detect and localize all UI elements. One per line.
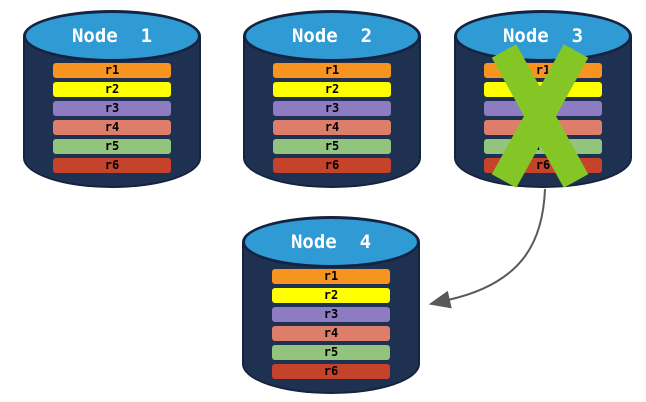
- replica-bar-r4: r4: [272, 326, 390, 341]
- node-2-label: Node 2: [291, 25, 373, 47]
- replica-bar-r2: r2: [273, 82, 391, 97]
- replica-bar-r1: r1: [272, 269, 390, 284]
- replica-bar-r2: r2: [272, 288, 390, 303]
- replica-bar-r3: r3: [272, 307, 390, 322]
- node-4: Node 4 r1 r2 r3 r4 r5 r6: [242, 216, 420, 394]
- replica-bar-r5: r5: [273, 139, 391, 154]
- failure-x-icon: [491, 44, 589, 188]
- node-3-cylinder-top: Node 3: [454, 10, 632, 62]
- replica-bar-r5: r5: [272, 345, 390, 360]
- replica-bar-r3: r3: [53, 101, 171, 116]
- node-3-label: Node 3: [502, 25, 584, 47]
- replica-bar-r3: r3: [273, 101, 391, 116]
- node-1-label: Node 1: [71, 25, 153, 47]
- replica-bar-r6: r6: [273, 158, 391, 173]
- replica-bar-r2: r2: [53, 82, 171, 97]
- replica-bar-r6: r6: [272, 364, 390, 379]
- node-2: Node 2 r1 r2 r3 r4 r5 r6: [243, 10, 421, 188]
- node-2-cylinder-top: Node 2: [243, 10, 421, 62]
- node-2-replicas: r1 r2 r3 r4 r5 r6: [273, 63, 391, 177]
- node-4-replicas: r1 r2 r3 r4 r5 r6: [272, 269, 390, 383]
- replica-bar-r4: r4: [53, 120, 171, 135]
- node-4-label: Node 4: [290, 231, 372, 253]
- replica-bar-r4: r4: [273, 120, 391, 135]
- node-3: Node 3 r1 r2 r3 r4 r5 r6: [454, 10, 632, 188]
- node-1-cylinder-top: Node 1: [23, 10, 201, 62]
- node-1: Node 1 r1 r2 r3 r4 r5 r6: [23, 10, 201, 188]
- replica-bar-r5: r5: [53, 139, 171, 154]
- replica-bar-r1: r1: [273, 63, 391, 78]
- replica-bar-r6: r6: [53, 158, 171, 173]
- node-1-replicas: r1 r2 r3 r4 r5 r6: [53, 63, 171, 177]
- node-4-cylinder-top: Node 4: [242, 216, 420, 268]
- replica-bar-r1: r1: [53, 63, 171, 78]
